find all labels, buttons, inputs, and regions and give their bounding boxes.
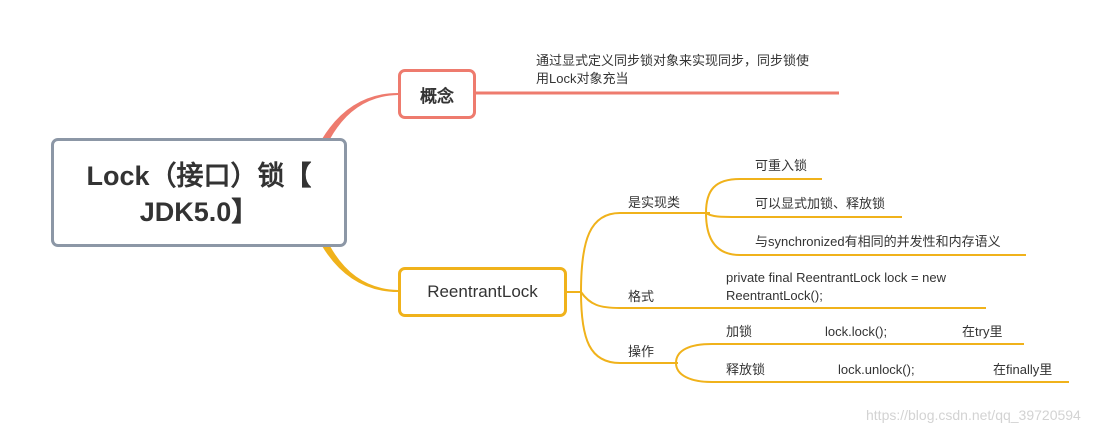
branch-reentrant: [322, 246, 398, 292]
branch-concept: [322, 93, 398, 139]
op-unlock-where: 在finally里: [993, 362, 1053, 377]
concept-desc-line1: 通过显式定义同步锁对象来实现同步，同步锁使: [536, 53, 810, 68]
root-title-line2: JDK5.0】: [139, 196, 259, 227]
impl-item-reentrant: 可重入锁: [755, 158, 808, 173]
impl-item-semantics: 与synchronized有相同的并发性和内存语义: [755, 234, 1001, 249]
edge-impl-2: [705, 212, 902, 218]
op-lock-where: 在try里: [962, 324, 1003, 339]
impl-item-explicit: 可以显式加锁、释放锁: [755, 196, 886, 211]
operation-label: 操作: [628, 344, 655, 359]
reentrantlock-node: ReentrantLock: [398, 267, 567, 317]
impl-class-label: 是实现类: [628, 195, 681, 210]
watermark: https://blog.csdn.net/qq_39720594: [866, 407, 1081, 423]
op-lock-code: lock.lock();: [825, 324, 888, 339]
op-unlock-code: lock.unlock();: [838, 362, 915, 377]
concept-node: 概念: [398, 69, 476, 119]
edge-format: [580, 291, 986, 309]
format-code-line1: private final ReentrantLock lock = new: [726, 270, 947, 285]
root-title-line1: Lock（接口）锁【: [86, 160, 312, 191]
edge-op-lock: [675, 343, 1024, 364]
concept-label: 概念: [420, 86, 454, 106]
concept-desc-line2: 用Lock对象充当: [536, 71, 629, 86]
format-code-line2: ReentrantLock();: [726, 288, 823, 303]
op-unlock-name: 释放锁: [726, 362, 766, 377]
reentrantlock-label: ReentrantLock: [427, 282, 538, 301]
edge-op-unlock: [675, 362, 1069, 383]
op-lock-name: 加锁: [726, 324, 753, 339]
edge-op: [580, 291, 678, 364]
format-label: 格式: [628, 289, 655, 304]
edge-impl: [580, 212, 710, 293]
edge-impl-3: [705, 212, 1026, 256]
root-node: Lock（接口）锁【 JDK5.0】: [51, 138, 347, 247]
edge-impl-1: [705, 178, 822, 214]
